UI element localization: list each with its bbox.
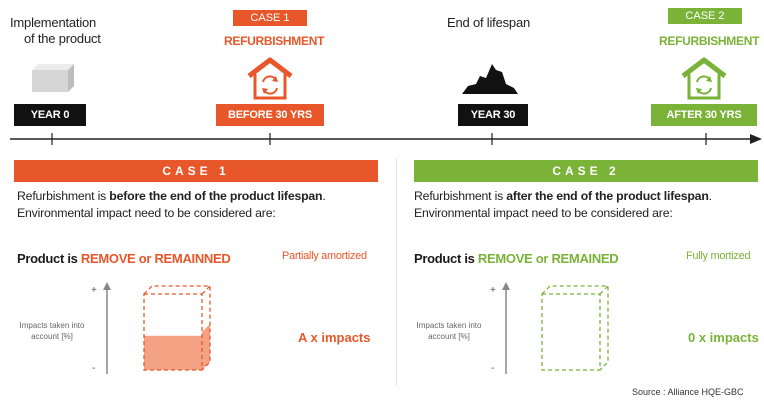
impacts-axis-arrow (103, 282, 111, 374)
case1-description: Refurbishment is before the end of the p… (17, 189, 326, 220)
house-refurbish-icon (247, 57, 293, 100)
case2-refurbishment-title: REFURBISHMENT (659, 34, 760, 48)
end-of-lifespan-label: End of lifespan (447, 15, 531, 30)
rubble-icon (462, 64, 518, 94)
axis-minus: - (92, 363, 96, 374)
case2-tag: CASE 2 (668, 8, 742, 24)
case1-amortization: Partially amortized (282, 250, 367, 262)
case1-refurbishment-title: REFURBISHMENT (224, 34, 325, 48)
year30-marker: YEAR 30 (458, 104, 528, 126)
before-30-yrs-marker: BEFORE 30 YRS (216, 104, 324, 126)
case1-banner: CASE 1 (14, 160, 378, 182)
axis-minus: - (491, 363, 495, 374)
year0-marker: YEAR 0 (14, 104, 86, 126)
case2-description: Refurbishment is after the end of the pr… (414, 189, 712, 220)
case1-tag: CASE 1 (233, 10, 307, 26)
house-refurbish-icon (681, 57, 727, 100)
after-30-yrs-marker: AFTER 30 YRS (651, 104, 757, 126)
case1-impact-fill (144, 335, 202, 370)
product-block-icon (32, 64, 74, 92)
implementation-label: Implementation of the product (10, 15, 101, 46)
case1-impact-box (143, 285, 211, 371)
impacts-axis-arrow (502, 282, 510, 374)
timeline-arrow (10, 133, 762, 145)
axis-plus: + (91, 285, 97, 296)
case1-product-status: Product is REMOVE or REMAINNED (17, 251, 231, 266)
panel-divider (396, 158, 397, 386)
case2-impacts: 0 x impacts (688, 330, 759, 345)
axis-plus: + (490, 285, 496, 296)
case2-product-status: Product is REMOVE or REMAINED (414, 251, 619, 266)
case1-impacts: A x impacts (298, 330, 371, 345)
source-credit: Source : Alliance HQE-GBC (632, 387, 744, 397)
case2-amortization: Fully mortized (686, 250, 751, 262)
case2-impact-box (541, 285, 609, 371)
case2-banner: CASE 2 (414, 160, 758, 182)
